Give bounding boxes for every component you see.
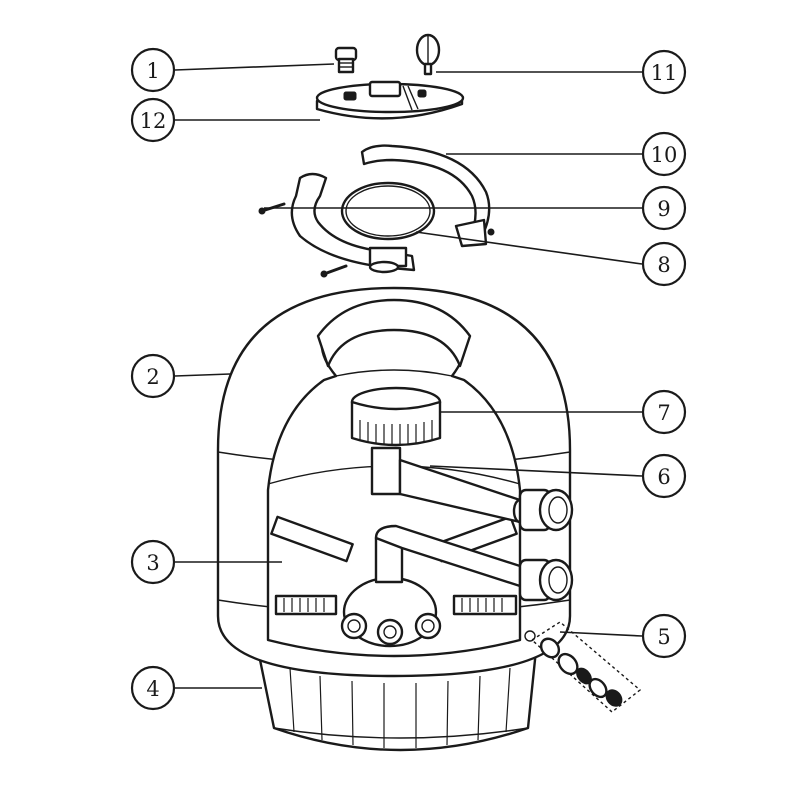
leader-lines	[174, 63, 643, 689]
callout-11: 11	[641, 49, 687, 95]
part-clamp-lower	[290, 172, 416, 274]
part-pressure-gauge	[415, 33, 441, 76]
callout-label: 10	[651, 143, 678, 167]
callout-2: 2	[130, 353, 176, 399]
part-vent-plug	[334, 46, 358, 74]
callout-6: 6	[641, 453, 687, 499]
callout-label: 9	[657, 197, 670, 221]
callout-label: 3	[146, 551, 159, 575]
callout-label: 4	[146, 677, 159, 701]
callout-label: 7	[657, 401, 670, 425]
callout-label: 8	[657, 253, 670, 277]
callout-8: 8	[641, 241, 687, 287]
callout-label: 11	[651, 61, 678, 85]
callout-5: 5	[641, 613, 687, 659]
part-drain-assembly	[530, 621, 642, 713]
callout-7: 7	[641, 389, 687, 435]
callout-12: 12	[130, 97, 176, 143]
part-diffuser	[350, 386, 442, 447]
callout-label: 5	[657, 625, 670, 649]
callout-3: 3	[130, 539, 176, 585]
callout-label: 2	[146, 365, 159, 389]
part-o-ring	[340, 181, 436, 241]
callout-10: 10	[641, 131, 687, 177]
callout-4: 4	[130, 665, 176, 711]
callout-label: 1	[146, 59, 159, 83]
callout-9: 9	[641, 185, 687, 231]
callout-1: 1	[130, 47, 176, 93]
callout-label: 6	[657, 465, 670, 489]
part-laterals	[270, 515, 522, 648]
part-valve-ports	[518, 488, 574, 642]
part-lid	[315, 80, 465, 120]
callout-label: 12	[140, 109, 167, 133]
